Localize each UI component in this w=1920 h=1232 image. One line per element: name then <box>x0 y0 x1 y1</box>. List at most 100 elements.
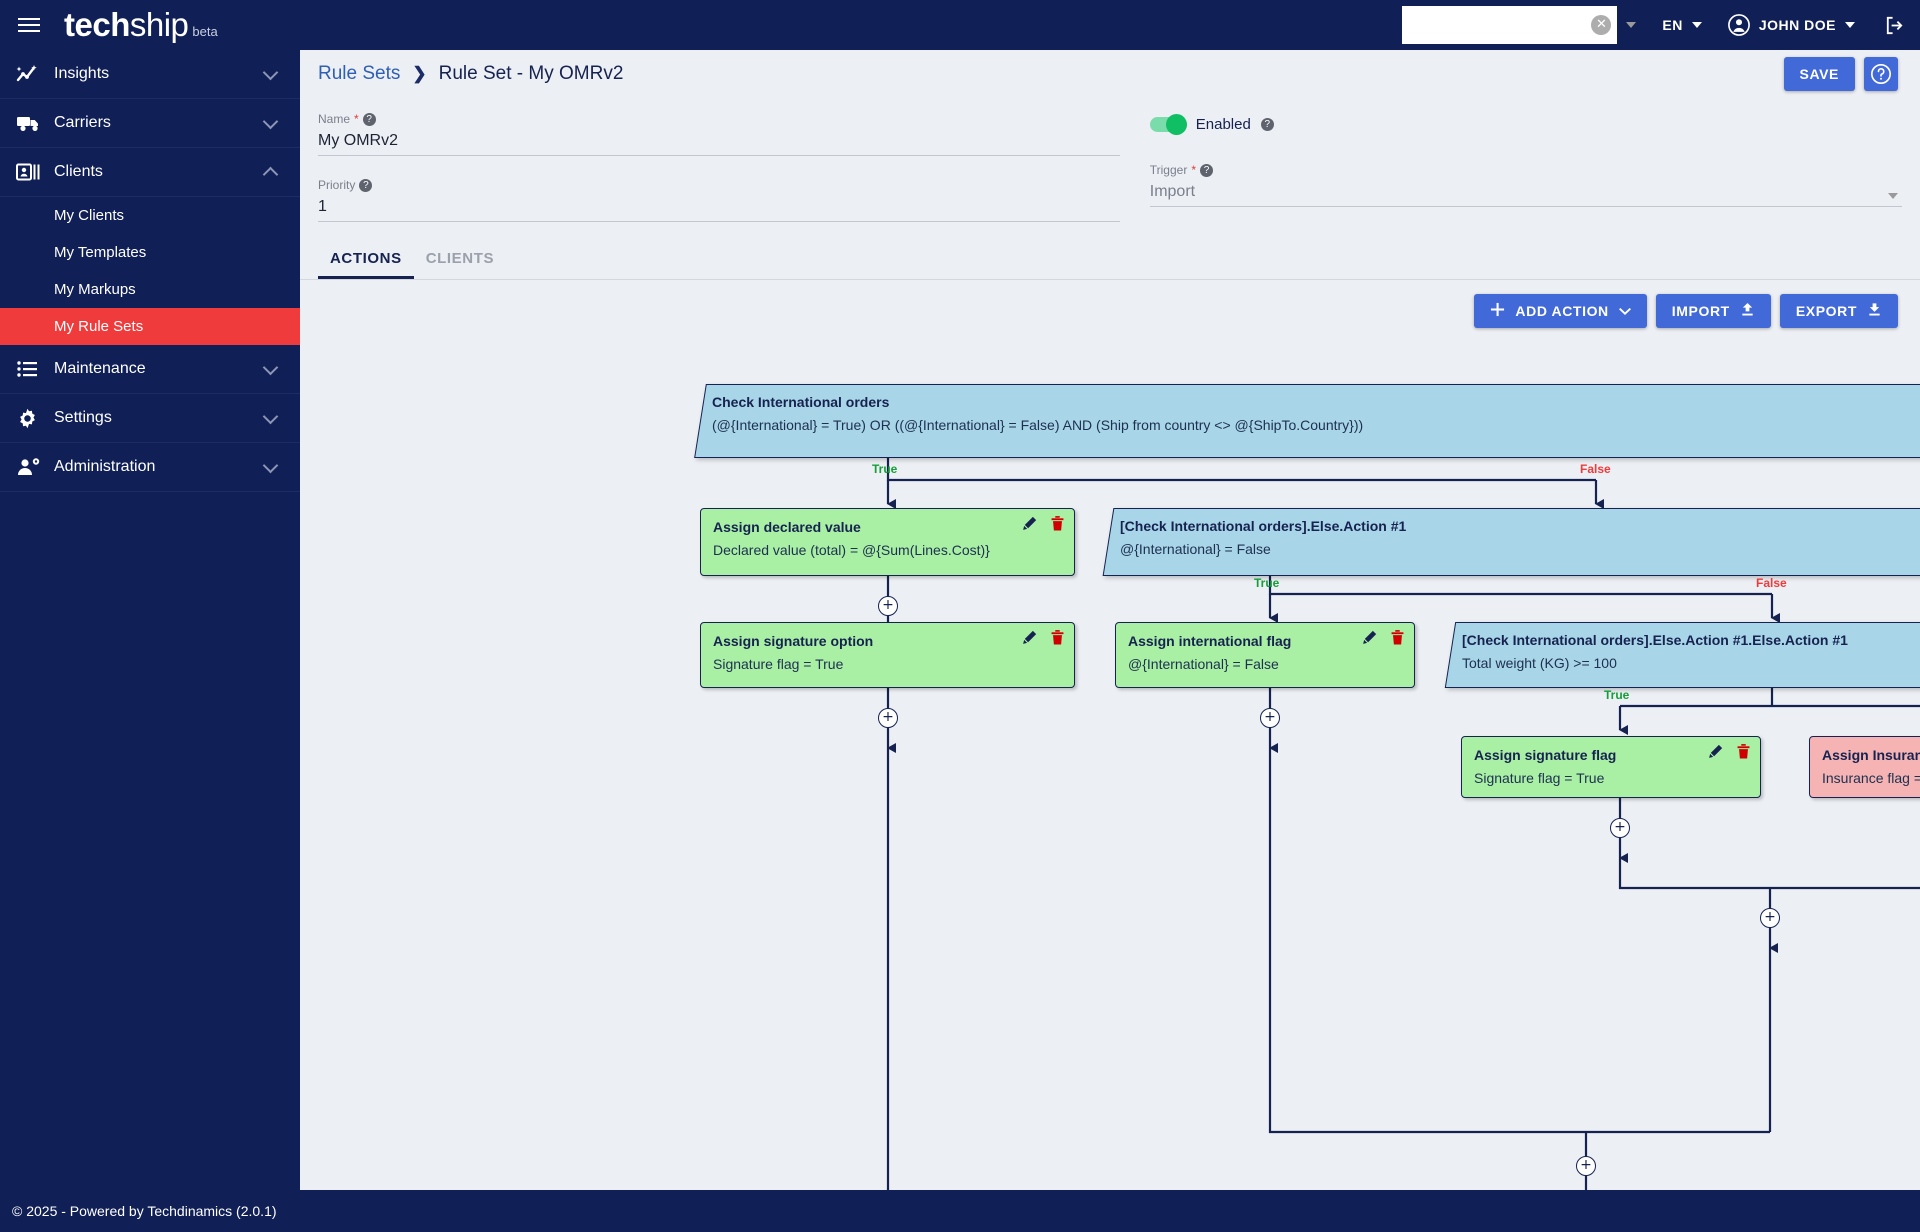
action-node-assign-insurance-flag[interactable]: Assign Insurance Flag Insurance flag = T… <box>1809 736 1920 798</box>
sidebar-item-my-clients[interactable]: My Clients <box>0 197 300 234</box>
condition-node-else-action-1[interactable]: [Check International orders].Else.Action… <box>1102 508 1920 576</box>
node-expression: Declared value (total) = @{Sum(Lines.Cos… <box>713 541 990 558</box>
trash-icon[interactable] <box>1051 630 1064 645</box>
help-circle-icon[interactable]: ? <box>1260 118 1274 131</box>
trigger-field[interactable]: Trigger * ? Import <box>1149 133 1902 207</box>
language-selector[interactable]: EN <box>1662 17 1702 33</box>
trash-icon[interactable] <box>1391 630 1404 645</box>
pencil-icon[interactable] <box>1022 516 1037 531</box>
user-caret-icon[interactable] <box>1845 22 1855 28</box>
pencil-icon[interactable] <box>1022 630 1037 645</box>
sidebar-item-maintenance[interactable]: Maintenance <box>0 345 300 394</box>
sidebar-item-administration[interactable]: Administration <box>0 443 300 492</box>
required-marker: * <box>1191 163 1196 177</box>
branch-label-true: True <box>872 462 898 476</box>
language-label: EN <box>1662 17 1683 33</box>
user-avatar-icon <box>1727 14 1750 36</box>
help-circle-icon[interactable] <box>1864 57 1898 91</box>
action-node-assign-international-flag[interactable]: Assign international flag @{Internationa… <box>1115 622 1415 688</box>
action-node-assign-declared-value[interactable]: Assign declared value Declared value (to… <box>700 508 1075 576</box>
add-node-button[interactable]: + <box>1260 708 1280 728</box>
tab-actions[interactable]: ACTIONS <box>318 244 414 279</box>
hamburger-menu-icon[interactable] <box>0 0 58 50</box>
sidebar-subitem-label: My Templates <box>54 244 147 261</box>
chevron-down-icon[interactable] <box>262 359 279 375</box>
tab-clients[interactable]: CLIENTS <box>425 250 495 267</box>
save-button[interactable]: SAVE <box>1783 57 1855 91</box>
name-field-label: Name * ? <box>318 112 1120 126</box>
condition-node-check-international-orders[interactable]: Check International orders (@{Internatio… <box>694 384 1920 458</box>
add-action-button[interactable]: ADD ACTION <box>1474 294 1647 328</box>
add-node-button[interactable]: + <box>1610 818 1630 838</box>
sidebar-item-label: Settings <box>54 409 112 426</box>
sidebar-item-carriers[interactable]: Carriers <box>0 99 300 148</box>
node-title: Assign signature option <box>713 633 874 649</box>
trash-icon[interactable] <box>1737 744 1750 759</box>
node-title: [Check International orders].Else.Action… <box>1120 518 1407 534</box>
plus-icon <box>1490 302 1505 320</box>
trigger-select[interactable]: Import <box>1149 177 1902 207</box>
condition-node-total-weight[interactable]: [Check International orders].Else.Action… <box>1444 622 1920 688</box>
logout-icon[interactable] <box>1883 14 1906 37</box>
footer-bar: © 2025 - Powered by Techdinamics (2.0.1) <box>0 1190 1920 1232</box>
name-field[interactable]: Name * ? My OMRv2 <box>318 98 1120 156</box>
page-actions: SAVE <box>1783 57 1920 91</box>
sidebar-item-label: Clients <box>54 163 103 180</box>
breadcrumb-parent-link[interactable]: Rule Sets <box>318 63 401 84</box>
priority-field[interactable]: Priority ? 1 <box>318 156 1120 222</box>
enabled-toggle[interactable] <box>1149 114 1187 135</box>
help-circle-icon[interactable]: ? <box>359 178 373 192</box>
sidebar-item-label: Carriers <box>54 114 111 131</box>
language-caret-icon[interactable] <box>1691 22 1702 28</box>
sidebar-item-label: Insights <box>54 65 110 82</box>
clear-search-icon[interactable]: ✕ <box>1591 15 1612 35</box>
user-menu[interactable]: JOHN DOE <box>1727 14 1855 36</box>
logo-primary-text: tech <box>64 6 130 43</box>
priority-input[interactable]: 1 <box>318 192 1120 222</box>
sidebar-item-my-templates[interactable]: My Templates <box>0 234 300 271</box>
import-label: IMPORT <box>1671 303 1730 319</box>
priority-label-text: Priority <box>318 178 356 192</box>
footer-text: © 2025 - Powered by Techdinamics (2.0.1) <box>12 1203 277 1219</box>
add-node-button[interactable]: + <box>878 708 898 728</box>
node-expression: Total weight (KG) >= 100 <box>1462 654 1617 671</box>
import-button[interactable]: IMPORT <box>1655 294 1771 328</box>
help-circle-icon[interactable]: ? <box>1200 163 1213 177</box>
sidebar-item-my-markups[interactable]: My Markups <box>0 271 300 308</box>
action-node-assign-signature-flag[interactable]: Assign signature flag Signature flag = T… <box>1461 736 1761 798</box>
export-button[interactable]: EXPORT <box>1779 294 1898 328</box>
sidebar-item-my-rule-sets[interactable]: My Rule Sets <box>0 308 300 345</box>
logo-secondary-text: ship <box>129 6 189 43</box>
search-dropdown-caret-icon[interactable] <box>1626 22 1637 28</box>
pencil-icon[interactable] <box>1362 630 1377 645</box>
sidebar-item-label: Maintenance <box>54 360 146 377</box>
add-action-label: ADD ACTION <box>1515 303 1609 319</box>
sidebar-item-clients[interactable]: Clients <box>0 148 300 197</box>
rule-set-form: Name * ? My OMRv2 Priority ? 1 Enabled ? <box>300 98 1920 222</box>
trigger-dropdown-caret-icon[interactable] <box>1888 193 1898 199</box>
chevron-down-icon[interactable] <box>262 408 279 424</box>
gear-icon <box>16 407 54 430</box>
pencil-icon[interactable] <box>1708 744 1723 759</box>
chevron-down-icon[interactable] <box>1618 303 1631 319</box>
add-node-button[interactable]: + <box>1760 908 1780 928</box>
sidebar-item-settings[interactable]: Settings <box>0 394 300 443</box>
help-circle-icon[interactable]: ? <box>362 112 376 126</box>
name-input[interactable]: My OMRv2 <box>318 126 1120 156</box>
add-node-button[interactable]: + <box>1576 1156 1596 1176</box>
add-node-button[interactable]: + <box>878 596 898 616</box>
enabled-label: Enabled <box>1195 116 1251 133</box>
trash-icon[interactable] <box>1051 516 1064 531</box>
sidebar-item-insights[interactable]: Insights <box>0 50 300 99</box>
truck-icon <box>16 113 54 133</box>
search-input[interactable] <box>1402 10 1592 40</box>
sidebar-item-label: Administration <box>54 458 156 475</box>
chevron-up-icon[interactable] <box>262 166 279 182</box>
chevron-down-icon[interactable] <box>262 113 279 129</box>
chevron-down-icon[interactable] <box>262 64 279 80</box>
global-search-combo[interactable]: ✕ <box>1402 6 1618 44</box>
chevron-down-icon[interactable] <box>262 457 279 473</box>
action-node-assign-signature-option[interactable]: Assign signature option Signature flag =… <box>700 622 1075 688</box>
sidebar-subitem-label: My Rule Sets <box>54 318 144 335</box>
sidebar-subitem-label: My Markups <box>54 281 136 298</box>
